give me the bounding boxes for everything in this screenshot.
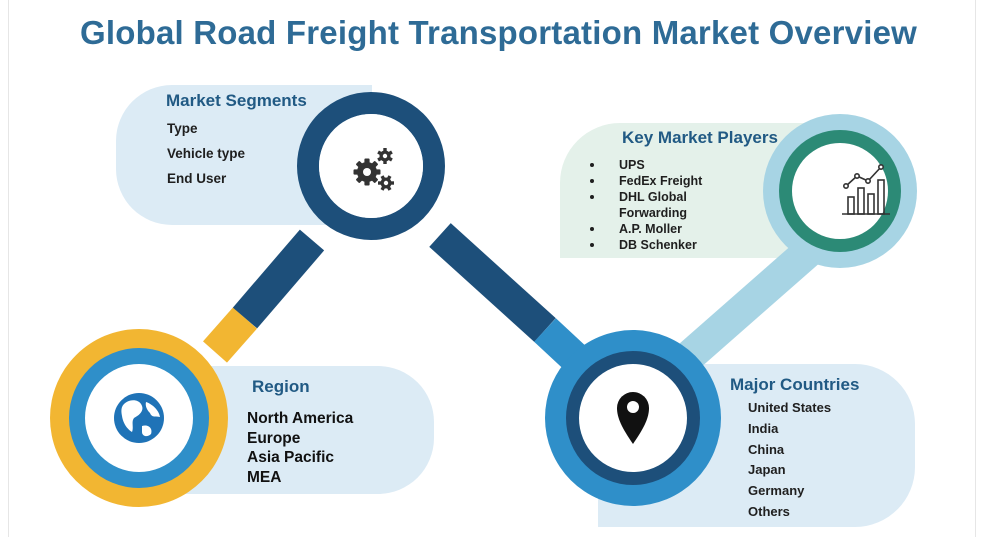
list-item: Asia Pacific bbox=[247, 449, 335, 466]
list-item: End User bbox=[167, 171, 227, 186]
list-item: Type bbox=[167, 121, 198, 136]
list-item: A.P. Moller bbox=[588, 221, 702, 237]
page-title: Global Road Freight Transportation Marke… bbox=[80, 14, 917, 51]
list-item: India bbox=[748, 420, 779, 436]
players-panel bbox=[560, 123, 820, 258]
list-item: Others bbox=[748, 503, 790, 519]
region-panel bbox=[162, 366, 434, 494]
list-item: Vehicle type bbox=[167, 146, 246, 161]
gears-icon bbox=[353, 148, 394, 191]
players-heading: Key Market Players bbox=[622, 128, 778, 147]
list-item: North America bbox=[247, 410, 354, 427]
connector-yellow bbox=[203, 307, 257, 363]
list-item: United States bbox=[748, 400, 832, 415]
players-node-center bbox=[792, 143, 888, 239]
connector-dark-right bbox=[429, 223, 556, 342]
frame-right-line bbox=[975, 0, 976, 537]
list-item: FedEx Freight bbox=[588, 173, 702, 189]
segments-node-ring bbox=[297, 92, 445, 240]
players-list: UPS FedEx Freight DHL Global Forwarding … bbox=[588, 157, 702, 253]
connector-dark-left bbox=[232, 229, 325, 329]
connector-light-blue bbox=[674, 239, 819, 373]
list-item: Europe bbox=[247, 429, 301, 447]
region-list: North America Europe Asia Pacific MEA bbox=[247, 409, 353, 487]
frame-left-line bbox=[8, 0, 9, 537]
list-item: Germany bbox=[748, 483, 805, 499]
countries-heading: Major Countries bbox=[730, 375, 860, 394]
globe-icon bbox=[114, 393, 164, 443]
growth-chart-icon bbox=[842, 164, 890, 215]
segments-heading: Market Segments bbox=[166, 91, 307, 110]
countries-list: United States India China Japan Germany … bbox=[748, 398, 831, 523]
list-item: Japan bbox=[748, 462, 786, 478]
map-pin-icon bbox=[617, 392, 649, 444]
region-heading: Region bbox=[252, 377, 310, 396]
list-item: China bbox=[748, 441, 785, 457]
list-item: MEA bbox=[247, 468, 282, 486]
list-item: UPS bbox=[588, 157, 702, 173]
segments-list: Type Vehicle type End User bbox=[167, 116, 245, 191]
list-item: DHL Global Forwarding bbox=[588, 189, 702, 221]
list-item: DB Schenker bbox=[588, 237, 702, 253]
